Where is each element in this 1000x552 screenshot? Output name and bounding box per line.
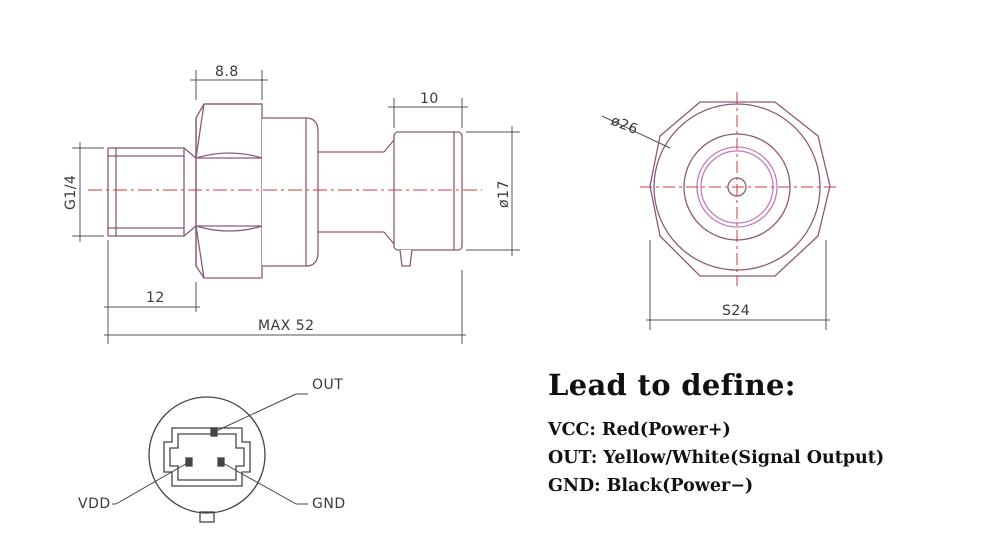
- legend-value: Red(Power+): [601, 420, 731, 440]
- pin-leaders: [112, 393, 308, 505]
- connector-housing: [393, 131, 463, 267]
- legend-key: OUT:: [548, 448, 598, 468]
- flange: [262, 117, 319, 267]
- legend-row-vcc: VCC:Red(Power+): [548, 416, 884, 444]
- end-dimensions: [601, 115, 830, 330]
- dim-thread: G1/4: [63, 175, 79, 210]
- dim-overall-length: MAX 52: [258, 318, 315, 334]
- hex-body: [195, 103, 263, 279]
- dim-hex-width: 8.8: [215, 64, 239, 80]
- legend-value: Black(Power−): [606, 476, 754, 496]
- pin-label-gnd: GND: [312, 496, 346, 512]
- legend-row-gnd: GND:Black(Power−): [548, 472, 884, 500]
- side-dimensions: [72, 70, 520, 344]
- end-centerlines: [640, 92, 838, 286]
- dim-flange-dia: ø26: [609, 113, 641, 138]
- legend-value: Yellow/White(Signal Output): [603, 448, 885, 468]
- dim-thread-length: 12: [146, 290, 165, 306]
- legend-key: VCC:: [548, 420, 596, 440]
- pin-label-vdd: VDD: [78, 496, 111, 512]
- side-view: [107, 103, 463, 279]
- dim-connector-dia: ø17: [496, 180, 512, 208]
- pin-label-out: OUT: [312, 377, 343, 393]
- lead-definition-legend: Lead to define: VCC:Red(Power+) OUT:Yell…: [548, 368, 884, 500]
- legend-key: GND:: [548, 476, 601, 496]
- thread-section: [107, 147, 197, 237]
- legend-row-out: OUT:Yellow/White(Signal Output): [548, 444, 884, 472]
- connector-pinout: [148, 396, 266, 523]
- legend-title: Lead to define:: [548, 368, 796, 402]
- dim-hex-across-flats: S24: [722, 303, 750, 319]
- neck: [318, 139, 395, 245]
- end-view: [649, 101, 831, 277]
- dim-connector-width: 10: [420, 91, 439, 107]
